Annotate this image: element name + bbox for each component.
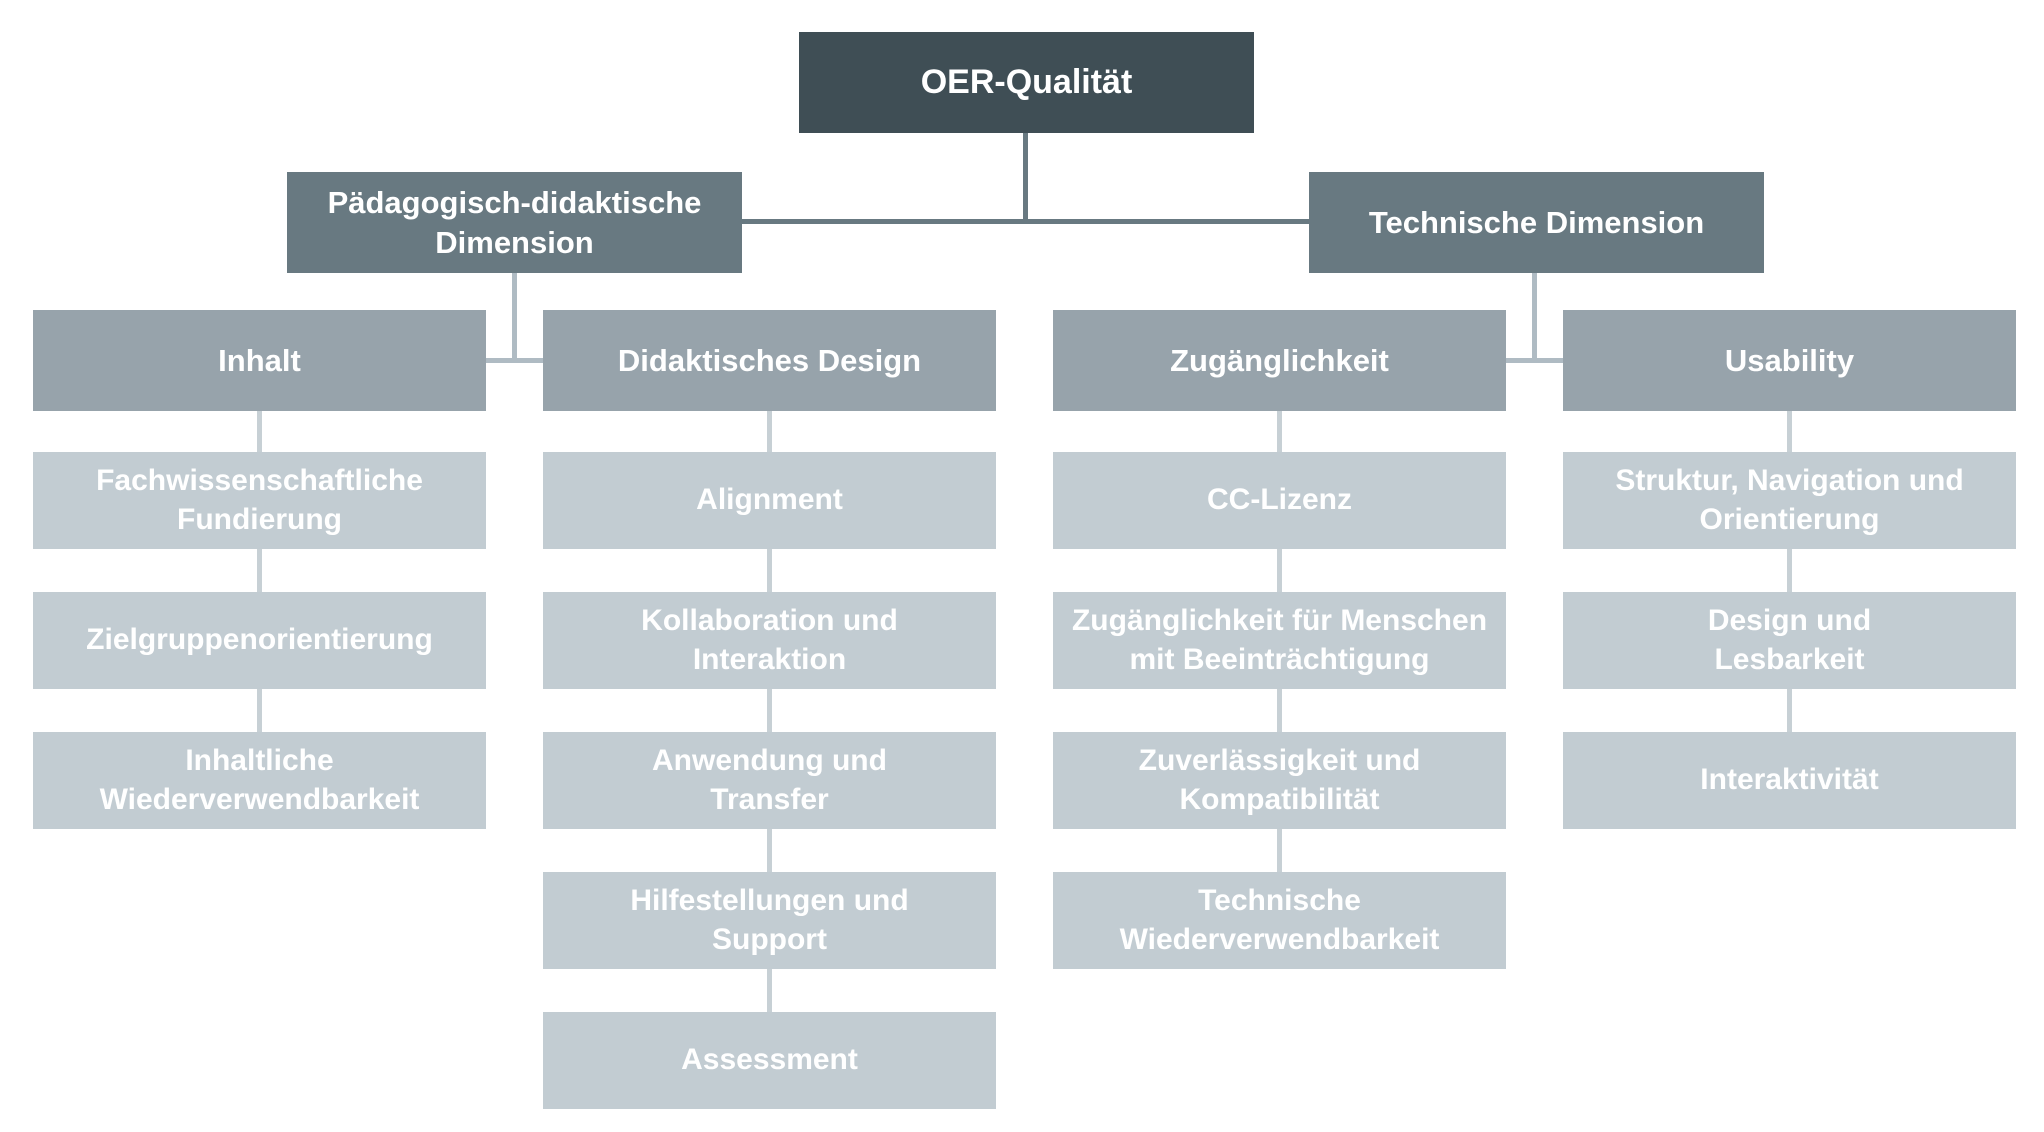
- column-connector: [257, 689, 262, 732]
- connector-inhalt-didaktisches-hseg: [486, 358, 543, 363]
- dimension-box-technisch: Technische Dimension: [1309, 172, 1764, 273]
- column-connector: [1787, 689, 1792, 732]
- column-connector: [767, 689, 772, 732]
- category-box-didaktisches-design: Didaktisches Design: [543, 310, 996, 411]
- connector-technisch-drop: [1532, 273, 1537, 361]
- item-box-alignment: Alignment: [543, 452, 996, 549]
- column-connector: [1277, 411, 1282, 452]
- column-connector: [767, 549, 772, 592]
- item-box-design-und-lesbarkeit: Design und Lesbarkeit: [1563, 592, 2016, 689]
- item-box-fachwissenschaftliche-fundierung: Fachwissenschaftliche Fundierung: [33, 452, 486, 549]
- category-box-inhalt: Inhalt: [33, 310, 486, 411]
- root-box-oer-qualitaet: OER-Qualität: [799, 32, 1254, 133]
- column-connector: [767, 969, 772, 1012]
- item-box-hilfestellungen-und-support: Hilfestellungen und Support: [543, 872, 996, 969]
- item-box-zielgruppenorientierung: Zielgruppenorientierung: [33, 592, 486, 689]
- item-box-inhaltliche-wiederverwendbarkeit: Inhaltliche Wiederverwendbarkeit: [33, 732, 486, 829]
- connector-paedagogisch-drop: [512, 273, 517, 361]
- item-box-technische-wiederverwendbarkeit: Technische Wiederverwendbarkeit: [1053, 872, 1506, 969]
- column-connector: [1787, 549, 1792, 592]
- item-box-struktur-navigation-orientierung: Struktur, Navigation und Orientierung: [1563, 452, 2016, 549]
- item-box-anwendung-und-transfer: Anwendung und Transfer: [543, 732, 996, 829]
- column-connector: [767, 411, 772, 452]
- column-connector: [257, 411, 262, 452]
- item-box-interaktivitaet: Interaktivität: [1563, 732, 2016, 829]
- item-box-kollaboration-und-interaktion: Kollaboration und Interaktion: [543, 592, 996, 689]
- item-box-zugaenglichkeit-fuer-menschen: Zugänglichkeit für Menschen mit Beeinträ…: [1053, 592, 1506, 689]
- column-connector: [257, 549, 262, 592]
- item-box-assessment: Assessment: [543, 1012, 996, 1109]
- category-box-usability: Usability: [1563, 310, 2016, 411]
- column-connector: [1787, 411, 1792, 452]
- connector-dimensions-hline: [742, 219, 1309, 224]
- item-box-cc-lizenz: CC-Lizenz: [1053, 452, 1506, 549]
- column-connector: [1277, 689, 1282, 732]
- dimension-box-paedagogisch-didaktisch: Pädagogisch-didaktische Dimension: [287, 172, 742, 273]
- column-connector: [1277, 549, 1282, 592]
- column-connector: [767, 829, 772, 872]
- connector-root-drop: [1023, 133, 1028, 222]
- category-box-zugaenglichkeit: Zugänglichkeit: [1053, 310, 1506, 411]
- column-connector: [1277, 829, 1282, 872]
- connector-zugaenglichkeit-usability-hseg: [1506, 358, 1563, 363]
- item-box-zuverlaessigkeit-und-kompatibilitaet: Zuverlässigkeit und Kompatibilität: [1053, 732, 1506, 829]
